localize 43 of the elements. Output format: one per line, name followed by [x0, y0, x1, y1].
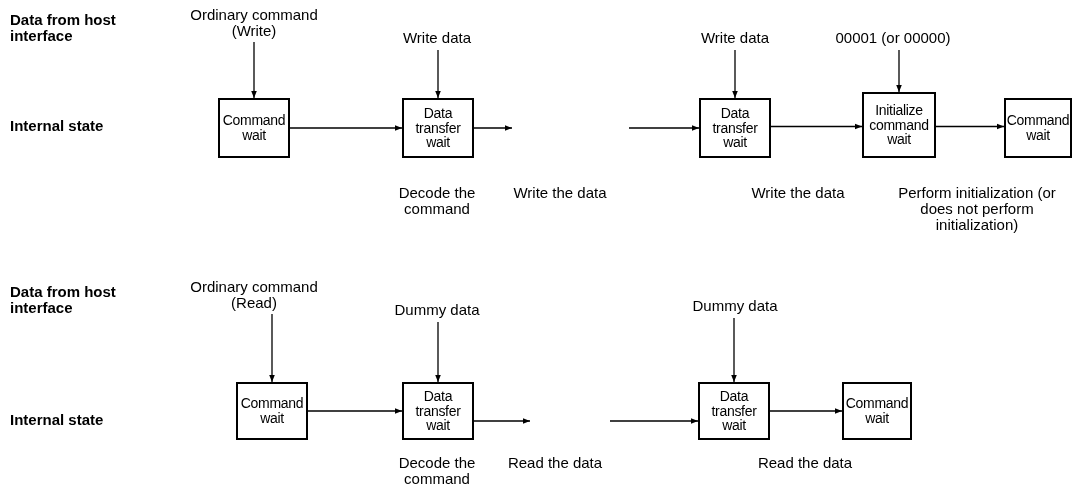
arrow	[609, 418, 699, 424]
arrow	[307, 408, 403, 414]
arrow	[628, 125, 700, 131]
state-box: Data transfer wait	[402, 98, 474, 158]
arrow	[473, 418, 531, 424]
data-text: 00001 (or 00000)	[830, 28, 956, 48]
row-heading: Data from host interface	[10, 12, 117, 44]
step-note: Perform initialization (or does not perform initialization)	[897, 185, 1057, 233]
state-box: Data transfer wait	[698, 382, 770, 440]
step-note: Write the data	[750, 185, 846, 201]
arrow	[731, 317, 737, 383]
arrow	[935, 123, 1005, 130]
arrow	[269, 313, 275, 383]
data-text: Ordinary command (Write)	[186, 6, 322, 40]
step-note: Read the data	[506, 455, 604, 471]
arrow	[473, 125, 513, 131]
step-note: Write the data	[512, 185, 608, 201]
step-note: Read the data	[756, 455, 854, 471]
state-box: Command wait	[236, 382, 308, 440]
state-box: Command wait	[218, 98, 290, 158]
arrow	[896, 49, 902, 93]
row-heading: Internal state	[10, 118, 105, 134]
step-note: Decode the command	[397, 455, 477, 487]
arrow	[732, 49, 738, 99]
row-heading: Data from host interface	[10, 284, 117, 316]
arrow	[435, 49, 441, 99]
data-text: Write data	[395, 28, 479, 48]
data-text: Ordinary command (Read)	[186, 278, 322, 312]
data-text: Dummy data	[691, 296, 779, 316]
state-box: Command wait	[842, 382, 912, 440]
arrow	[251, 41, 257, 99]
arrow	[289, 125, 403, 131]
arrow	[435, 321, 441, 383]
state-box: Initialize command wait	[862, 92, 936, 158]
arrow	[770, 123, 863, 130]
state-box: Command wait	[1004, 98, 1072, 158]
row-heading: Internal state	[10, 412, 105, 428]
step-note: Decode the command	[397, 185, 477, 217]
arrow	[769, 408, 843, 414]
state-box: Data transfer wait	[699, 98, 771, 158]
data-text: Write data	[693, 28, 777, 48]
data-text: Dummy data	[393, 300, 481, 320]
state-box: Data transfer wait	[402, 382, 474, 440]
